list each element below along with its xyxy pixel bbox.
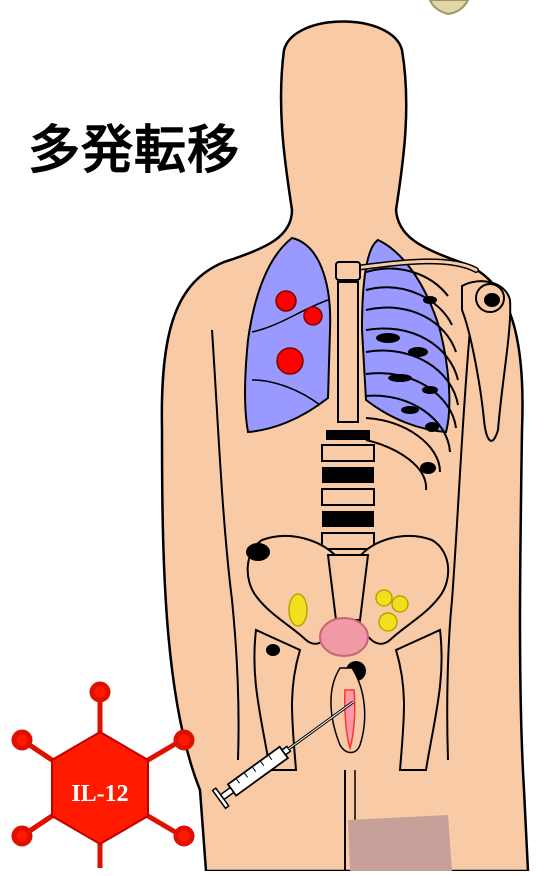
corner-decoration xyxy=(430,0,468,14)
il12-label: IL-12 xyxy=(47,781,153,808)
left-hip-lesion xyxy=(266,644,280,656)
il12-hexagon-icon xyxy=(14,684,192,868)
bladder xyxy=(320,618,368,656)
shoulder-lesion xyxy=(484,293,500,307)
metastasis-heading: 多発転移 xyxy=(28,108,240,183)
pelvis-lesion xyxy=(246,543,270,561)
shadow-patch xyxy=(348,815,452,871)
sacrum xyxy=(328,555,368,620)
